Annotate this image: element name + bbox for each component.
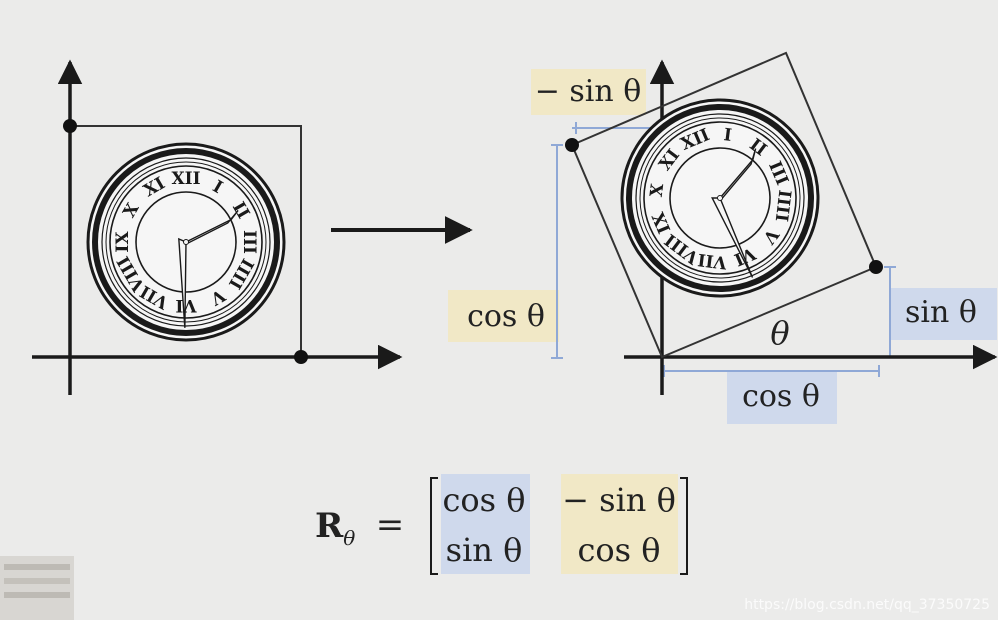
matrix-cell-11: cos θ bbox=[442, 481, 525, 519]
formula-yellow-column bbox=[561, 474, 678, 574]
matrix-cell-21: sin θ bbox=[446, 531, 523, 569]
neg-sin-label: − sin θ bbox=[535, 74, 642, 109]
right-right-point bbox=[869, 260, 883, 274]
clock-numeral: III bbox=[239, 230, 259, 254]
sin-right-highlight bbox=[889, 288, 997, 340]
rotation-matrix-formula: Rθ = cos θ − sin θ sin θ cos θ bbox=[315, 474, 688, 575]
matrix-cell-22: cos θ bbox=[577, 531, 660, 569]
matrix-cell-12: − sin θ bbox=[562, 481, 676, 519]
left-bracket bbox=[430, 477, 438, 575]
clock-numeral: VII bbox=[697, 249, 729, 273]
clock-numeral: X bbox=[647, 182, 669, 198]
rotated-square bbox=[570, 51, 878, 359]
right-top-point bbox=[565, 138, 579, 152]
cos-bottom-label: cos θ bbox=[742, 379, 820, 414]
clock-numeral: VI bbox=[175, 295, 197, 315]
left-right-point bbox=[294, 350, 308, 364]
neg-sin-highlight bbox=[531, 69, 646, 115]
corner-object bbox=[0, 556, 74, 620]
watermark: https://blog.csdn.net/qq_37350725 bbox=[744, 597, 990, 613]
cos-left-highlight bbox=[448, 290, 559, 342]
theta-label: θ bbox=[770, 314, 789, 352]
sin-right-label: sin θ bbox=[905, 295, 977, 330]
cos-left-label: cos θ bbox=[467, 299, 545, 334]
left-square bbox=[70, 125, 302, 357]
cos-bottom-highlight bbox=[727, 372, 837, 424]
right-bracket bbox=[680, 477, 688, 575]
left-top-point bbox=[63, 119, 77, 133]
clock-numeral: XII bbox=[171, 169, 200, 189]
clock-numeral: IX bbox=[113, 231, 133, 253]
clock-numeral: I bbox=[723, 125, 733, 146]
formula-equals: = bbox=[376, 505, 405, 545]
formula-blue-column bbox=[441, 474, 530, 574]
clock-numeral: IIII bbox=[771, 189, 795, 223]
formula-lhs: Rθ bbox=[315, 506, 355, 550]
